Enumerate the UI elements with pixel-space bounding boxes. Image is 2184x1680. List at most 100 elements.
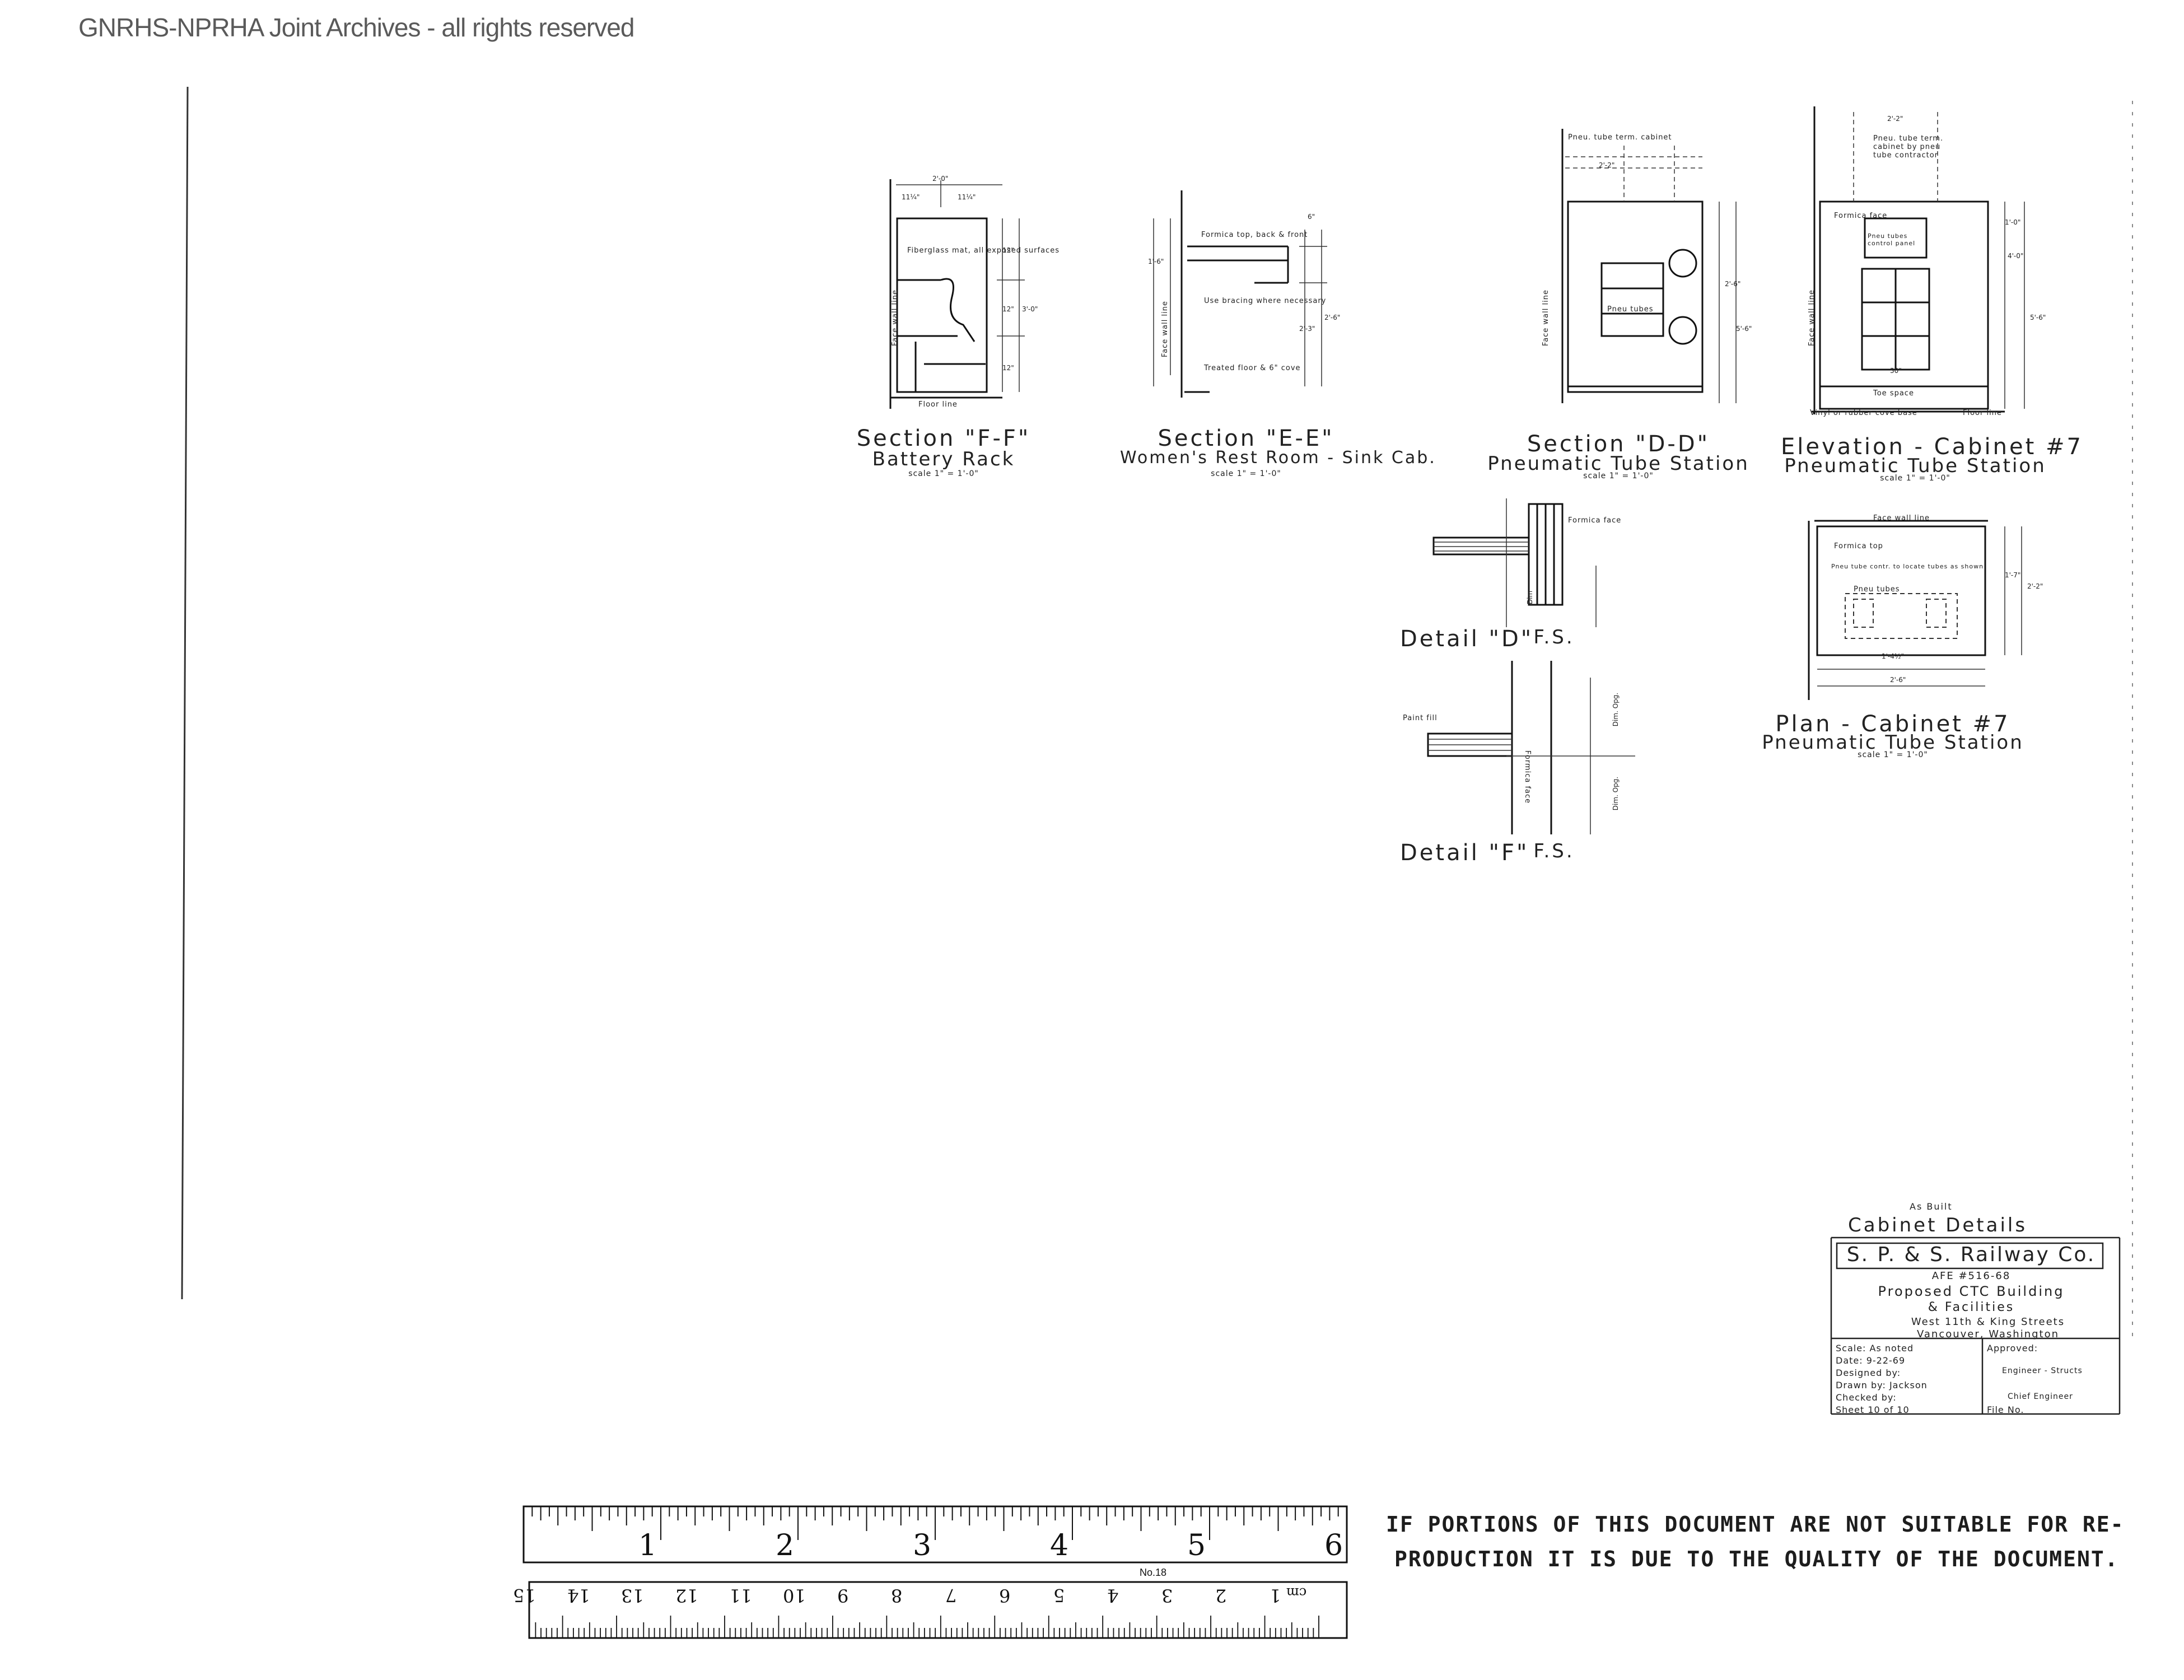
drawing-title: Cabinet Details — [1848, 1214, 2028, 1236]
ruler-ticks — [522, 1505, 1348, 1639]
dim-label: Dim. Opg. — [1612, 692, 1620, 727]
cm-label: 13 — [621, 1585, 644, 1606]
note-formica-face: Formica face — [1523, 750, 1532, 804]
checked-by-field: Checked by: — [1836, 1392, 1897, 1403]
dim-label: 1'-0" — [2005, 218, 2021, 226]
inch-label: 6 — [1324, 1529, 1343, 1562]
location-line-2: Vancouver, Washington — [1916, 1328, 2060, 1340]
cm-label: 14 — [567, 1585, 590, 1606]
dim-label: 4'-0" — [2008, 252, 2024, 260]
note-toe-space: Toe space — [1873, 389, 1914, 398]
note-formica-face: Formica face — [1834, 212, 1888, 220]
dim-label: 30" — [1890, 367, 1902, 375]
file-number: File No. — [1987, 1404, 2024, 1415]
detail-d-scale: F.S. — [1533, 626, 1575, 648]
cm-label: 9 — [837, 1585, 849, 1606]
cm-label: 11 — [729, 1585, 752, 1606]
as-built-stamp: As Built — [1910, 1201, 1953, 1212]
note-locate-tubes: Pneu tube contr. to locate tubes as show… — [1831, 563, 1984, 570]
cm-label: 2 — [1215, 1585, 1227, 1606]
cm-label: 3 — [1161, 1585, 1173, 1606]
cm-label: 6 — [999, 1585, 1011, 1606]
sheet-number: Sheet 10 of 10 — [1836, 1404, 1910, 1415]
plan-cabinet7-title: Plan - Cabinet #7 — [1775, 711, 2010, 737]
note-pneu-tubes: Pneu tubes — [1854, 585, 1900, 594]
dim-label: 12" — [1002, 364, 1014, 372]
note-formica-top: Formica top, back & front — [1201, 231, 1308, 239]
note-face-wall: Face wall line — [1541, 290, 1550, 346]
cm-label: 4 — [1107, 1585, 1119, 1606]
elevation-cabinet7-title: Elevation - Cabinet #7 — [1781, 434, 2083, 460]
chief-engineer: Chief Engineer — [2008, 1392, 2073, 1401]
ruler-model-number: No.18 — [1140, 1567, 1167, 1578]
project-line-1: Proposed CTC Building — [1878, 1284, 2065, 1299]
dim-label: 2'-3" — [1299, 325, 1315, 333]
cm-label: 10 — [783, 1585, 806, 1606]
detail-f-scale: F.S. — [1533, 840, 1575, 862]
cm-unit-label: cm — [1286, 1585, 1307, 1600]
cm-label: 1 — [1269, 1585, 1281, 1606]
elevation-cabinet7-drawing — [1812, 106, 2025, 414]
designed-by-field: Designed by: — [1836, 1368, 1901, 1378]
dim-label: 12" — [1002, 246, 1014, 254]
note-face-wall: Face wall line — [890, 290, 899, 346]
inch-label: 4 — [1050, 1529, 1069, 1562]
note-formica-top: Formica top — [1834, 542, 1883, 550]
project-line-2: & Facilities — [1928, 1300, 2015, 1314]
archive-watermark: GNRHS-NPRHA Joint Archives - all rights … — [78, 13, 634, 42]
note-treated-floor: Treated floor & 6" cove — [1204, 364, 1301, 372]
section-ee-drawing — [1153, 190, 1327, 398]
dim-label: 2'-2" — [1599, 161, 1615, 169]
dim-label: 1'-4½" — [1882, 652, 1905, 660]
section-dd-title: Section "D-D" — [1527, 431, 1710, 457]
inch-label: 3 — [913, 1529, 932, 1562]
dim-label: 3'-0" — [1022, 305, 1038, 313]
inch-label: 2 — [776, 1529, 795, 1562]
detail-d-drawing — [1432, 498, 1597, 627]
detail-f-drawing — [1427, 661, 1635, 834]
company-name: S. P. & S. Railway Co. — [1846, 1243, 2096, 1266]
note-bracing: Use bracing where necessary — [1204, 297, 1327, 305]
date-field: Date: 9-22-69 — [1836, 1355, 1906, 1366]
dim-label: 2'-6" — [1324, 314, 1341, 321]
location-line-1: West 11th & King Streets — [1911, 1316, 2065, 1328]
section-ee-subtitle: Women's Rest Room - Sink Cab. — [1120, 448, 1436, 468]
dim-label: 1'-6" — [1148, 258, 1164, 265]
dim-label: 2'-6" — [1890, 676, 1906, 684]
dim-label: 5'-6" — [2030, 314, 2046, 321]
quality-notice-line-2: PRODUCTION IT IS DUE TO THE QUALITY OF T… — [1394, 1547, 2119, 1571]
dim-label: 2'-2" — [1887, 115, 1903, 123]
cm-label: 12 — [675, 1585, 698, 1606]
cm-label: 5 — [1053, 1585, 1065, 1606]
detail-d-title: Detail "D" — [1400, 626, 1534, 652]
drawn-by-field: Drawn by: Jackson — [1836, 1380, 1928, 1390]
section-ff-title: Section "F-F" — [856, 426, 1031, 451]
section-ee-title: Section "E-E" — [1158, 426, 1334, 451]
dim-label: Dim — [1526, 590, 1534, 605]
section-ff-scale: scale 1" = 1'-0" — [908, 469, 979, 478]
section-dd-subtitle: Pneumatic Tube Station — [1487, 452, 1749, 475]
note-fiberglass: Fiberglass mat, all exposed surfaces — [907, 246, 1060, 255]
dim-label: 6" — [1308, 213, 1315, 221]
scale-field: Scale: As noted — [1836, 1343, 1914, 1354]
dim-label: 2'-0" — [932, 175, 949, 183]
detail-f-title: Detail "F" — [1400, 840, 1529, 866]
note-tube-cabinet-contractor: Pneu. tube term. cabinet by pneu tube co… — [1873, 134, 1944, 160]
elevation-cabinet7-subtitle: Pneumatic Tube Station — [1784, 455, 2046, 477]
afe-number: AFE #516-68 — [1931, 1270, 2011, 1282]
dim-label: 11¼" — [958, 193, 976, 201]
plan-cabinet7-subtitle: Pneumatic Tube Station — [1762, 731, 2024, 754]
elevation-cabinet7-scale: scale 1" = 1'-0" — [1880, 474, 1950, 483]
inch-label: 5 — [1187, 1529, 1206, 1562]
plan-cabinet7-scale: scale 1" = 1'-0" — [1858, 750, 1928, 759]
note-floor-line: Floor line — [1963, 409, 2002, 417]
note-paint-fill: Paint fill — [1403, 714, 1438, 722]
title-block-frame — [1830, 1236, 2121, 1415]
approved-field: Approved: — [1987, 1343, 2038, 1354]
note-pneu-tubes: Pneu tubes — [1607, 305, 1654, 314]
dim-label: 2'-2" — [2027, 582, 2043, 590]
dim-label: Dim. Opg. — [1612, 776, 1620, 811]
dim-label: 1'-7" — [2005, 571, 2021, 579]
